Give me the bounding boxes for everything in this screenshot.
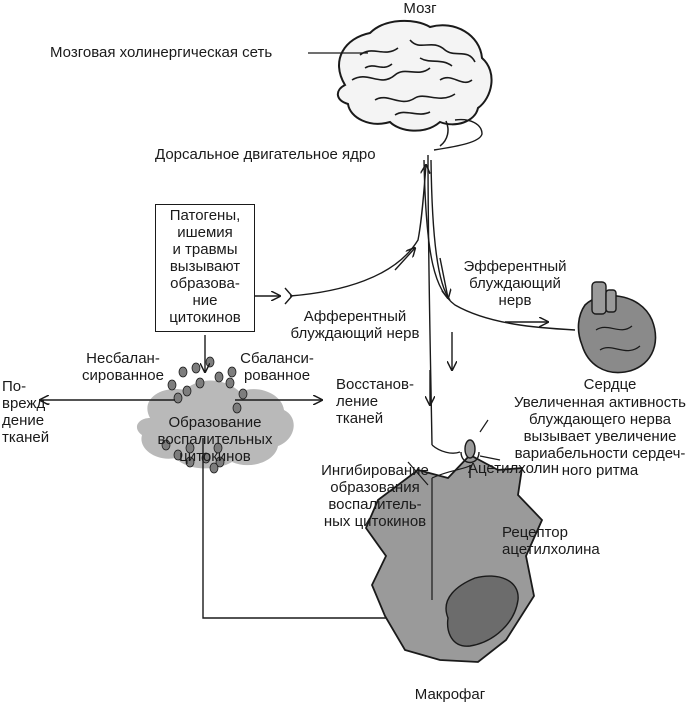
macrophage-icon (364, 453, 544, 663)
acetylcholine-label: Ацетилхолин (468, 460, 560, 477)
heart-label: Сердце (583, 376, 637, 393)
efferent-down-arrow-1 (439, 257, 448, 298)
afferent-nerve-label: Афферентный блуждающий нерв (290, 308, 420, 342)
heart-icon (577, 281, 657, 374)
efferent-ending (431, 444, 461, 454)
brain-icon (336, 19, 493, 151)
macrophage-label: Макрофаг (414, 686, 486, 703)
afferent-nerve-path (284, 165, 426, 305)
brain-label: Мозг (403, 0, 437, 17)
cytokine-formation-label: Образование воспалительных цитокинов (157, 414, 273, 465)
tissue-repair-label: Восстанов- ление тканей (336, 376, 414, 427)
receptor-label: Рецептор ацетилхолина (502, 524, 600, 558)
inhibition-label: Ингибирование образования воспалитель- н… (321, 462, 429, 530)
dorsal-nucleus-label: Дорсальное двигательное ядро (155, 146, 376, 163)
efferent-nerve-label: Эфферентный блуждающий нерв (463, 258, 567, 309)
macrophage-feedback-line (202, 438, 445, 619)
acetylcholine-receptor-icon (460, 419, 501, 478)
cause-box: Патогены, ишемия и травмы вызывают образ… (155, 204, 255, 332)
unbalanced-label: Несбалан- сированное (82, 350, 164, 384)
cholinergic-network-label: Мозговая холинергическая сеть (50, 44, 273, 61)
tissue-damage-label: По- врежд- дение тканей (2, 378, 51, 446)
balanced-label: Сбаланси- рованное (240, 350, 314, 384)
inhibition-leader-line (407, 461, 429, 486)
heart-description: Увеличенная активность блуждающего нерва… (514, 394, 686, 479)
